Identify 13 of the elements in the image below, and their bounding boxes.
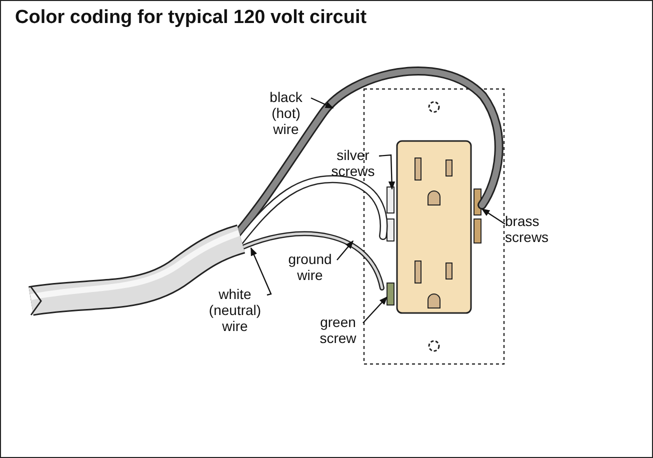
leader-line (481, 208, 506, 224)
diagram-title: Color coding for typical 120 volt circuit (15, 7, 367, 29)
callout-label: silver screws (329, 147, 377, 179)
callout-label: green screw (315, 314, 361, 346)
leader-line (250, 247, 272, 296)
callout-label: black (hot) wire (263, 89, 309, 137)
leader-line (378, 154, 396, 190)
leader-line (310, 97, 334, 109)
callout-label: white (neutral) wire (205, 286, 265, 334)
leader-line (362, 296, 388, 324)
callout-label: brass screws (505, 213, 561, 245)
leader-line (336, 240, 354, 260)
callout-label: ground wire (285, 251, 335, 283)
